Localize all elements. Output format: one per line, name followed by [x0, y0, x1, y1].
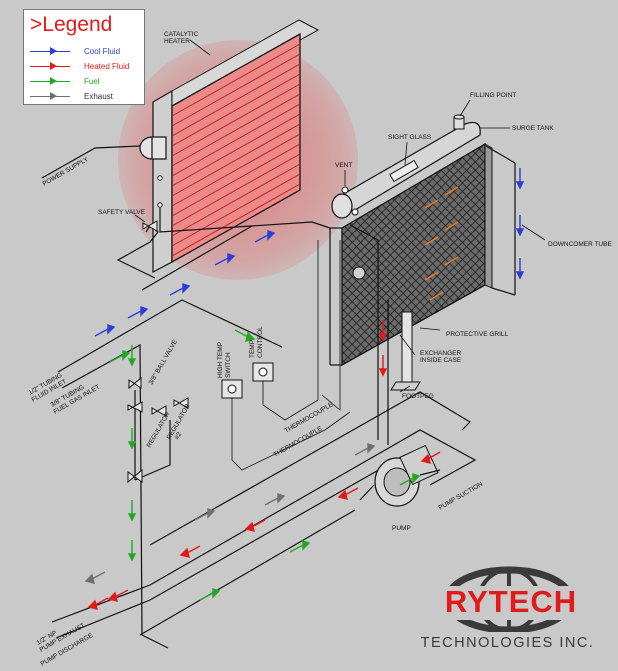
label-thermocouple-2: THERMOCOUPLE [273, 425, 325, 459]
label-filling-point: FILLING POINT [470, 92, 516, 99]
label-surge-tank: SURGE TANK [512, 125, 554, 132]
label-sight-glass: SIGHT GLASS [388, 134, 432, 141]
label-footpeg: FOOTPEG [402, 393, 434, 400]
valves [127, 220, 274, 484]
cool-fluid-arrowhead-icon [50, 47, 57, 55]
label-downcomer-tube: DOWNCOMER TUBE [548, 241, 612, 248]
legend-item-heated-fluid: Heated Fluid [30, 60, 142, 73]
label-temp-control-1: TEMP [249, 340, 256, 358]
label-exchanger-2: INSIDE CASE [420, 357, 462, 364]
label-high-temp-switch-1: HIGH TEMP [217, 342, 224, 378]
legend-item-fuel: Fuel [30, 75, 142, 88]
legend: >Legend Cool Fluid Heated Fluid Fuel Exh… [23, 9, 145, 105]
legend-label: Cool Fluid [84, 47, 121, 56]
brand-tagline: TECHNOLOGIES INC. [420, 635, 595, 651]
label-regulator-2-b: #2 [174, 431, 184, 441]
legend-chevron-icon: > [30, 13, 43, 36]
label-protective-grill: PROTECTIVE GRILL [446, 331, 509, 338]
pipework [51, 208, 477, 649]
label-ball-valve: 3/8" BALL VALVE [148, 338, 180, 386]
leader-lines [134, 39, 546, 393]
legend-label: Heated Fluid [84, 62, 130, 71]
label-temp-control-2: CONTROL [257, 326, 264, 358]
legend-item-cool-fluid: Cool Fluid [30, 45, 142, 58]
fuel-arrowhead-icon [50, 77, 57, 85]
label-catalytic-heater-1: CATALYTIC [164, 31, 199, 38]
surge-tank [331, 114, 481, 219]
exhaust-arrowhead-icon [50, 92, 57, 100]
legend-item-exhaust: Exhaust [30, 90, 142, 103]
label-thermocouple-1: THERMOCOUPLE [284, 401, 336, 435]
heated-fluid-arrowhead-icon [50, 62, 57, 70]
label-pump: PUMP [392, 525, 411, 532]
legend-label: Exhaust [84, 92, 113, 101]
label-power-supply: POWER SUPPLY [42, 156, 91, 188]
brand-name: RYTECH [444, 584, 578, 619]
catalytic-heater [41, 19, 358, 280]
company-logo: RYTECH TECHNOLOGIES INC. [405, 562, 610, 662]
label-regulator: REGULATOR [146, 411, 172, 449]
legend-label: Fuel [84, 77, 100, 86]
globe-swoosh-icon [411, 566, 609, 632]
legend-title-text: Legend [42, 13, 113, 36]
label-exchanger-1: EXCHANGER [420, 350, 461, 357]
label-catalytic-heater-2: HEATER [164, 38, 190, 45]
label-vent: VENT [335, 162, 352, 169]
label-pump-suction: PUMP SUCTION [438, 481, 485, 512]
legend-title: >Legend [30, 12, 112, 38]
label-safety-valve: SAFETY VALVE [98, 209, 146, 216]
label-high-temp-switch-2: SWITCH [225, 352, 232, 378]
flow-arrows [84, 168, 525, 610]
